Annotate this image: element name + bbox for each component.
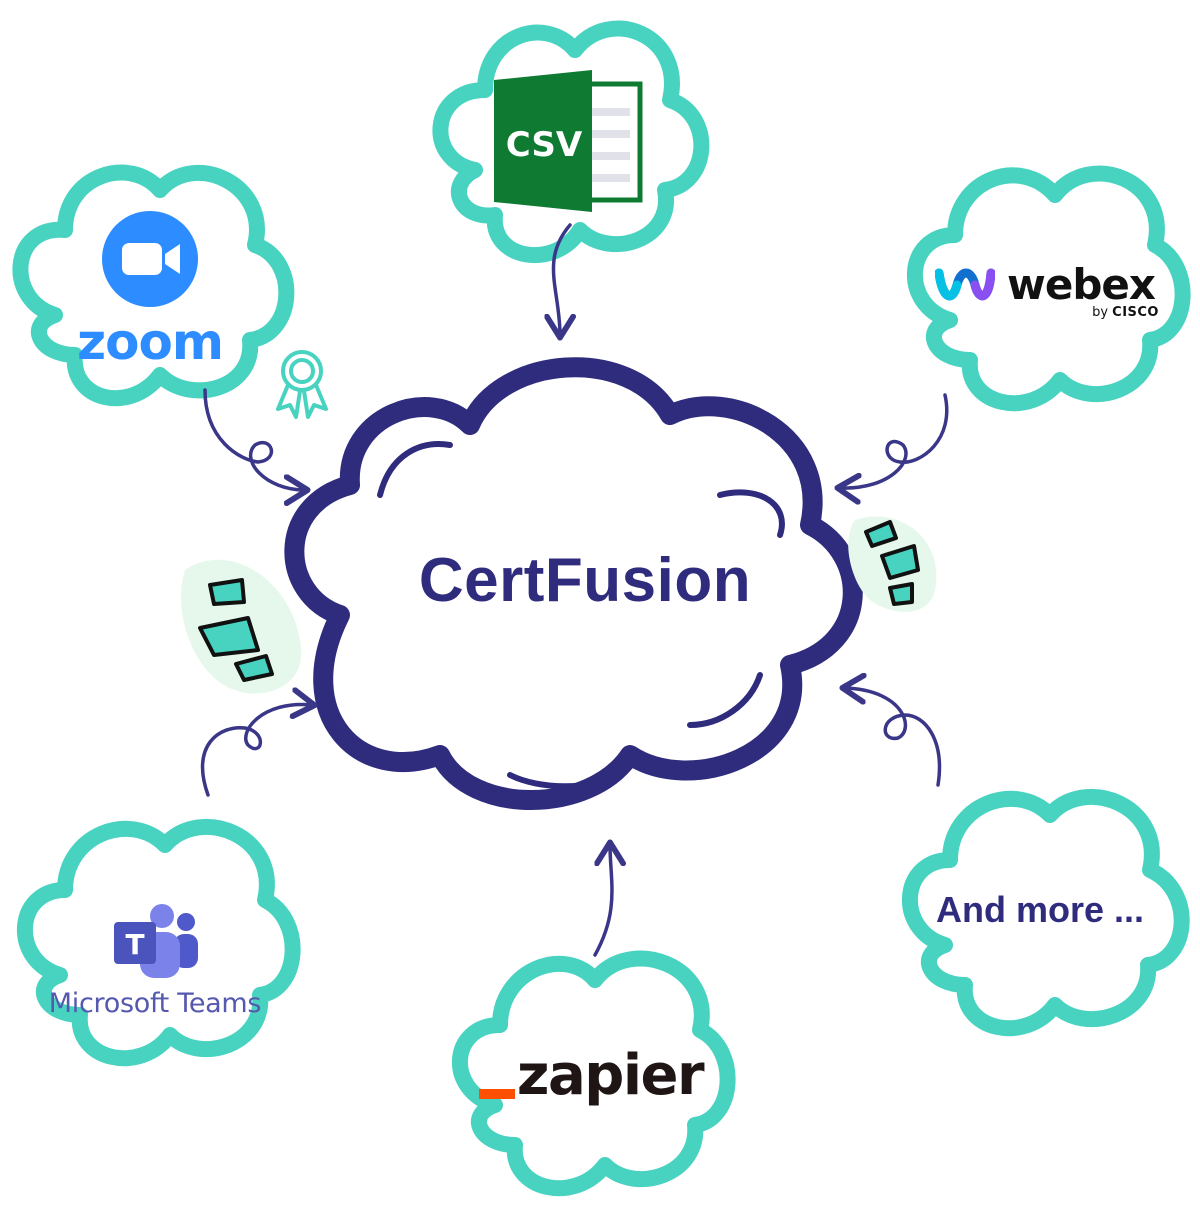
webex-cloud: webex by CISCO [895, 140, 1195, 440]
zoom-logo: zoom [0, 140, 300, 440]
hub-cloud: CertFusion [270, 345, 870, 815]
webex-logo-icon [935, 268, 996, 300]
csv-file-icon: CSV [494, 70, 643, 212]
integration-diagram: CertFusion CSV [0, 0, 1195, 1197]
webex-wordmark: webex [1007, 260, 1156, 309]
webex-byline: by CISCO [1092, 305, 1159, 320]
hub-title: CertFusion [418, 545, 752, 615]
teams-wordmark: Microsoft Teams [48, 987, 262, 1019]
webex-brand: CISCO [1112, 305, 1159, 320]
zoom-wordmark: zoom [77, 313, 224, 371]
more-cloud: And more ... [890, 760, 1190, 1060]
webex-by: by [1092, 305, 1109, 320]
teams-logo-icon: T [114, 903, 198, 978]
zoom-camera-icon [102, 211, 198, 307]
zoom-cloud: zoom [0, 140, 300, 440]
csv-cloud: CSV [415, 0, 715, 295]
csv-logo: CSV [415, 0, 715, 295]
and-more-label: And more ... [935, 889, 1145, 930]
webex-logo: webex by CISCO [895, 140, 1195, 440]
zapier-underscore-icon [478, 1089, 515, 1099]
hub-label: CertFusion [270, 345, 870, 815]
svg-text:T: T [125, 928, 144, 961]
more-label-wrap: And more ... [890, 760, 1190, 1060]
zapier-logo: zapier [440, 915, 740, 1225]
csv-label: CSV [506, 125, 583, 165]
teams-logo: T Microsoft Teams [5, 790, 305, 1110]
hub-cloud-shape [284, 357, 863, 810]
teams-cloud: T Microsoft Teams [5, 790, 305, 1090]
zapier-cloud: zapier [440, 915, 740, 1215]
zapier-wordmark: zapier [516, 1042, 705, 1108]
